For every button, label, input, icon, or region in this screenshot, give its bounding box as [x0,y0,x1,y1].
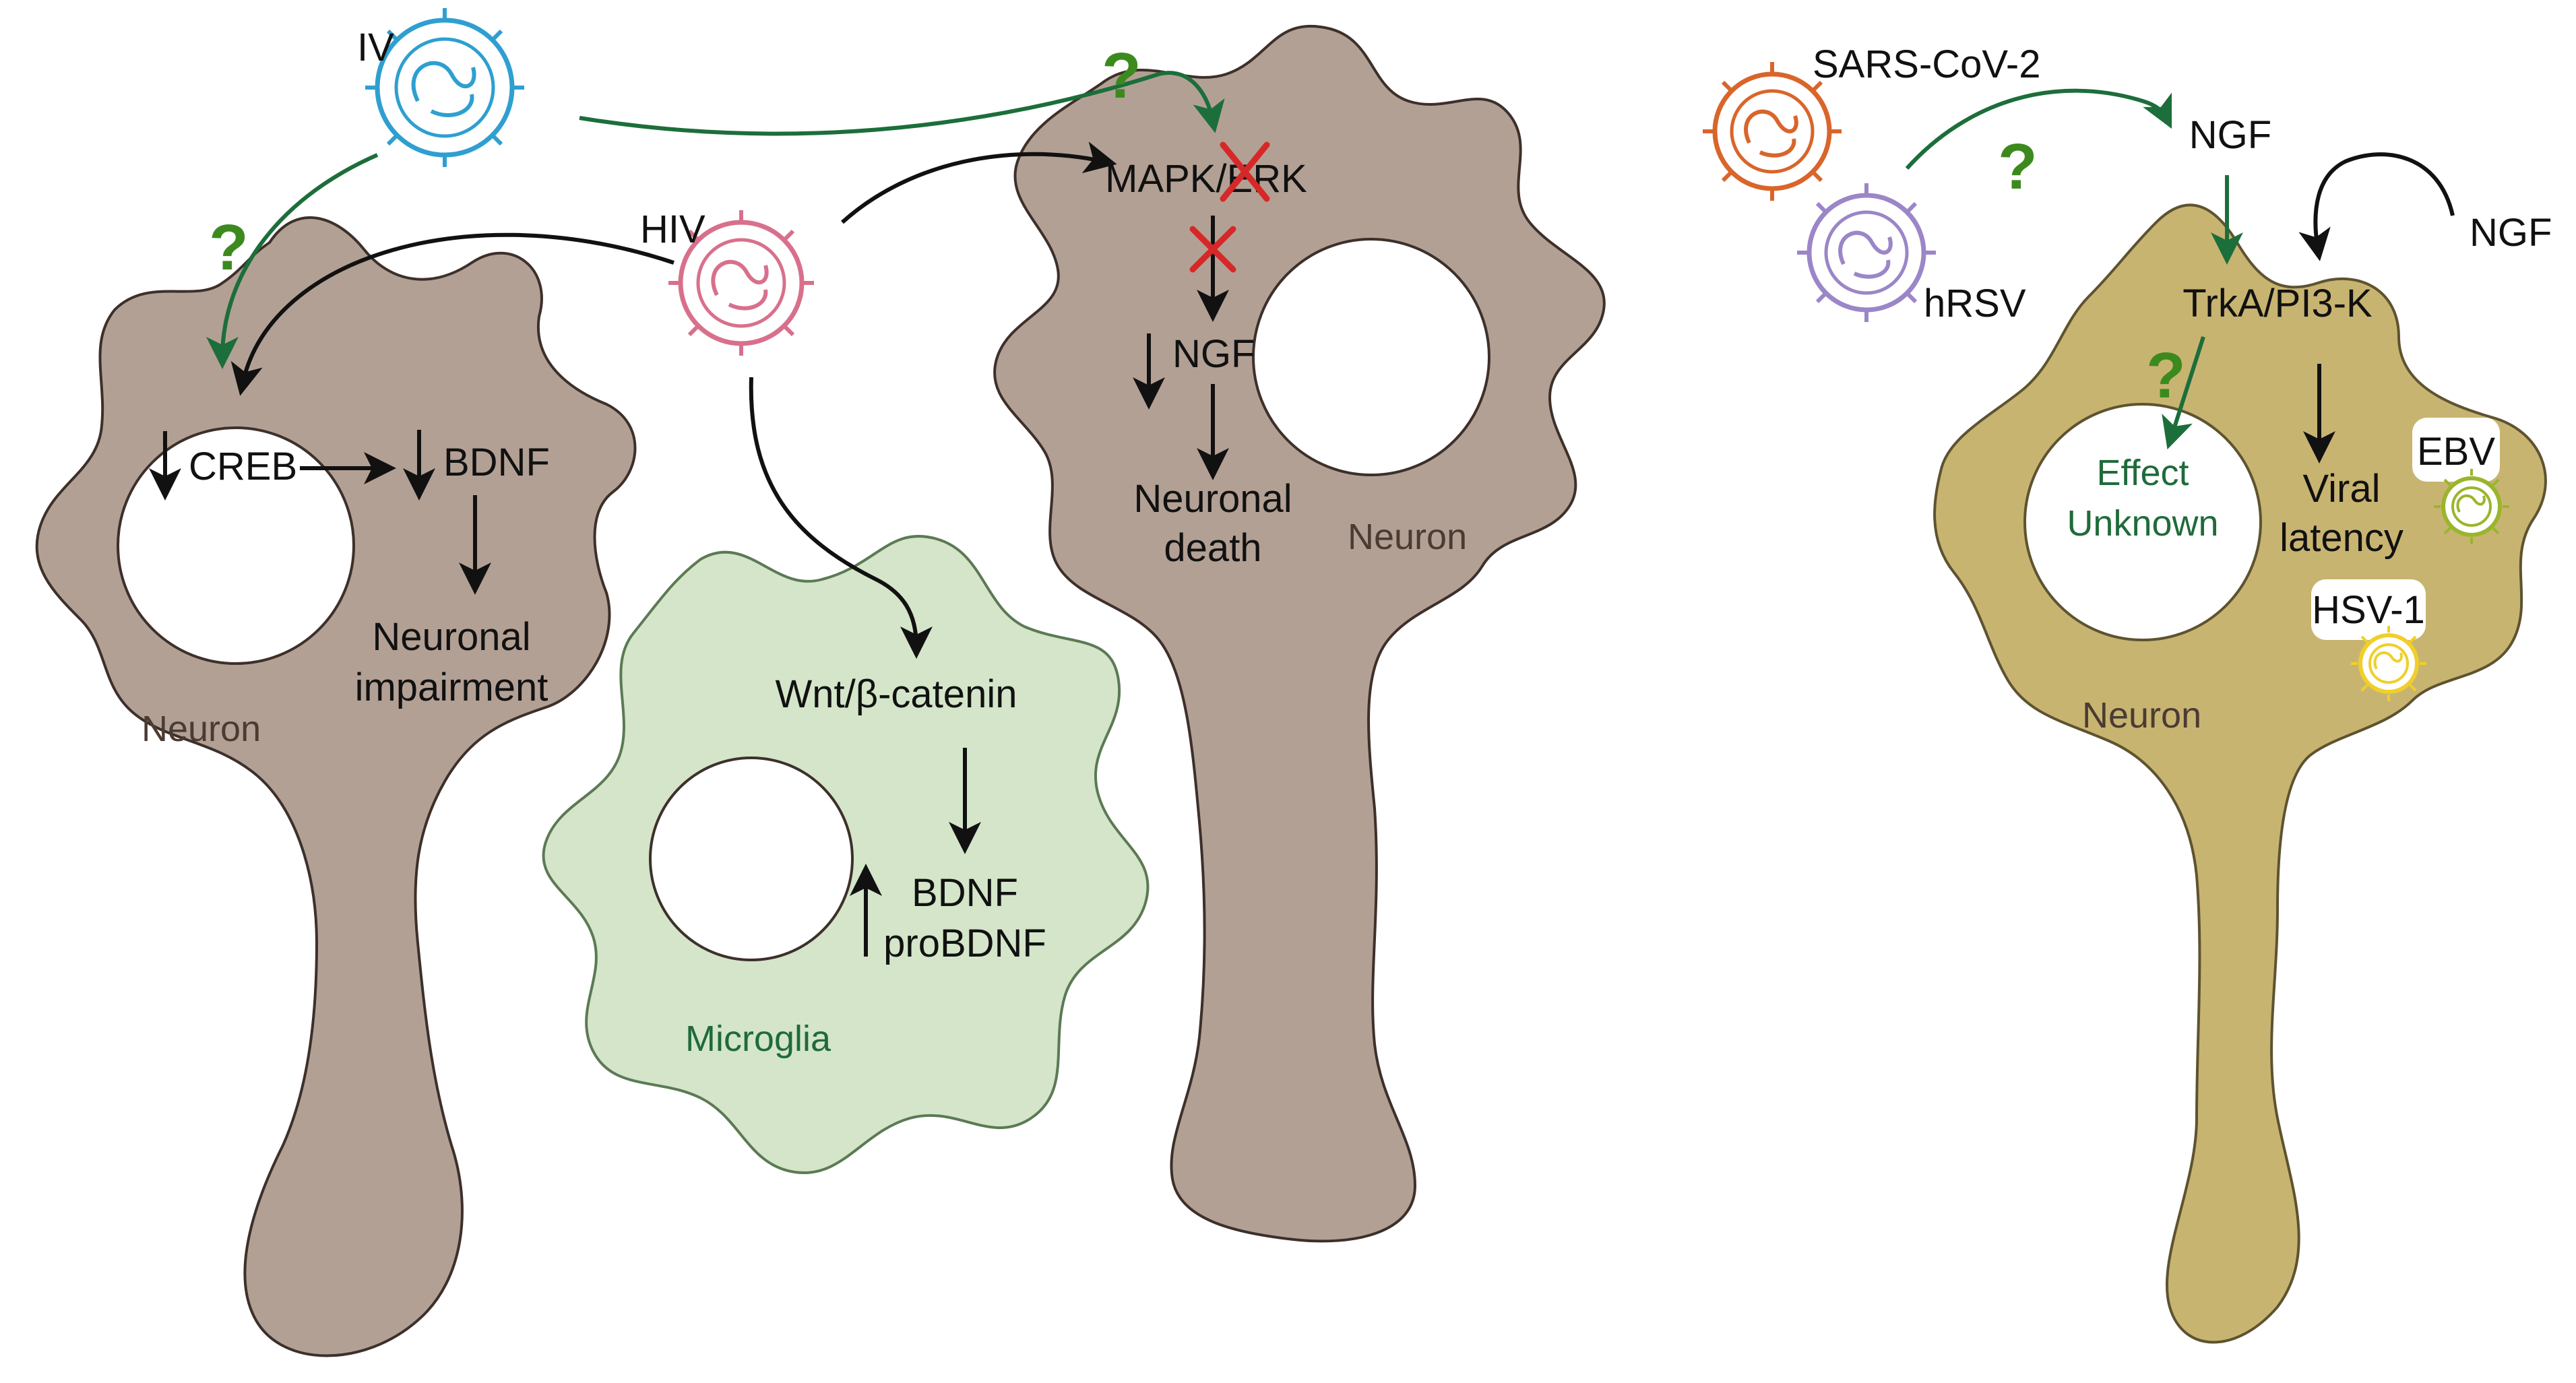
iv-label: IV [357,26,394,69]
ngf-right-label: NGF [2470,211,2552,255]
neuron-cell-3: TrkA/PI3-K Effect Unknown Viral latency … [1933,203,2547,1344]
ebv-label-box [2412,418,2500,482]
iv-virus-icon [365,8,524,167]
hsv-virus-icon [2351,626,2426,701]
x-mark-mapk [1220,141,1270,202]
arrow-hiv-to-microglia [749,377,933,659]
microglia-cell: Wnt/β-catenin BDNF proBDNF Microglia [542,534,1150,1174]
ebv-virus-icon [2434,469,2509,544]
arrow-virus-to-ngf [1905,88,2172,170]
question-mark-iv-mapk: ? [1102,40,1141,112]
neuron-3-nucleus [2023,403,2262,641]
outcome-neuronal-impairment-2: impairment [355,666,548,709]
creb-label: CREB [189,445,297,488]
hrsv-label: hRSV [1924,282,2026,325]
wnt-beta-catenin-label: Wnt/β-catenin [776,672,1017,716]
bdnf-label-neuron-1: BDNF [443,441,550,484]
ebv-label: EBV [2417,430,2495,474]
hsv-label: HSV-1 [2312,588,2425,632]
neuron-2-nucleus [1252,238,1490,476]
mapk-erk-label: MAPK/ERK [1105,157,1307,201]
neuron-3-body [1933,203,2547,1344]
neuron-1-label: Neuron [142,709,261,749]
viral-latency-1: Viral [2303,467,2381,511]
arrow-hiv-to-creb [230,232,674,396]
x-mark-pathway [1189,226,1236,273]
outcome-neuronal-death-2: death [1164,526,1261,570]
arrow-iv-to-creb [206,153,379,369]
trka-pi3k-label: TrkA/PI3-K [2182,282,2373,325]
question-mark-virus-ngf: ? [1998,131,2038,203]
sars-cov-2-label: SARS-CoV-2 [1813,42,2040,86]
microglia-bdnf-label: BDNF [912,871,1018,915]
microglia-nucleus [649,757,854,961]
arrow-hiv-to-mapk [840,141,1117,224]
question-mark-iv-creb: ? [209,212,249,284]
hrsv-virus-icon [1797,183,1936,322]
neuron-cell-2: MAPK/ERK NGF Neuronal death Neuron [993,24,1606,1243]
viral-latency-2: latency [2280,516,2404,560]
neuron-1-body [35,216,637,1357]
neuron-cell-1: Neuron CREB BDNF Neuronal impairment [35,216,637,1357]
question-mark-effect: ? [2146,340,2186,412]
microglia-probdnf-label: proBDNF [883,922,1046,965]
neuron-2-label: Neuron [1348,517,1467,557]
hiv-label: HIV [640,207,705,251]
microglia-label: Microglia [685,1019,831,1059]
ngf-top-label: NGF [2189,113,2271,157]
arrow-iv-to-mapk [579,71,1225,136]
ngf-label-neuron-2: NGF [1172,332,1255,376]
arrow-ngf-right-to-trka [2298,152,2455,261]
sars-cov-2-virus-icon [1703,62,1842,201]
effect-unknown-2: Unknown [2067,503,2218,544]
neuron-3-label: Neuron [2082,695,2201,736]
effect-unknown-1: Effect [2096,453,2189,493]
hiv-virus-icon [668,210,814,356]
outcome-neuronal-death-1: Neuronal [1133,477,1292,521]
hsv-label-box [2311,579,2426,640]
outcome-neuronal-impairment-1: Neuronal [372,615,530,659]
neuron-2-body [993,24,1606,1243]
